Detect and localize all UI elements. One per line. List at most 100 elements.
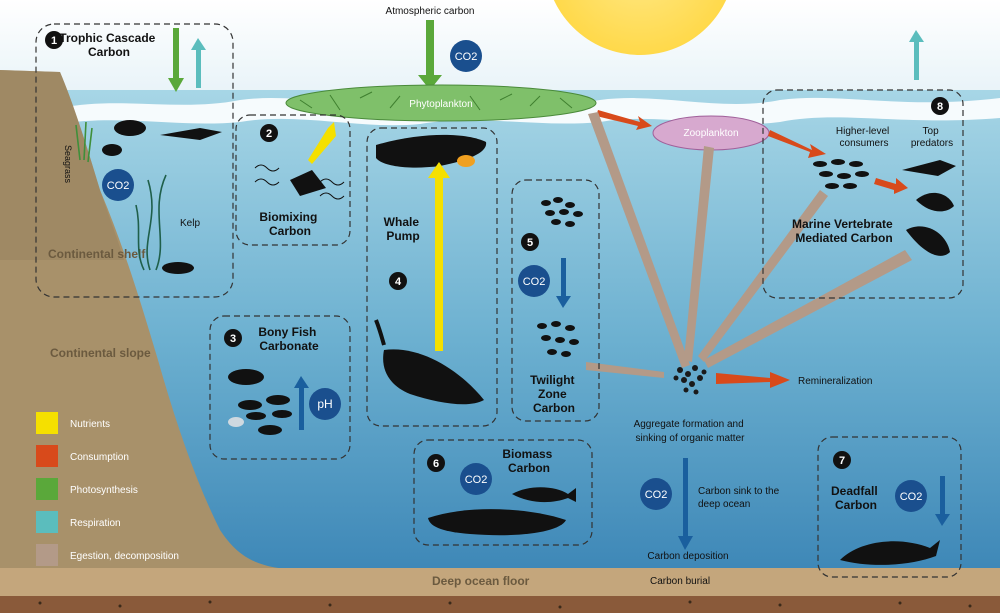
box-deadfall [817, 436, 962, 578]
mechanism-4-number: 4 [395, 276, 402, 288]
box-biomixing [235, 114, 351, 246]
mechanism-1-number: 1 [51, 35, 57, 47]
egestion-arrow-3 [698, 190, 828, 362]
svg-text:CO2: CO2 [900, 491, 923, 503]
mechanism-3-title: Bony Fish Carbonate [258, 325, 319, 353]
nutrient-arrow-whale [435, 176, 443, 351]
legend-label-photosynthesis: Photosynthesis [70, 485, 138, 496]
egestion-arrow-4 [704, 250, 912, 368]
squid-icon [374, 319, 386, 346]
svg-text:CO2: CO2 [465, 474, 488, 486]
consumption-arrow-zoo-consumers [768, 130, 826, 158]
manatee-icon [114, 120, 146, 136]
co2-badge-box7 [895, 480, 927, 512]
continental-shelf-label: Continental shelf [48, 247, 146, 261]
box-biomass [413, 439, 593, 546]
atmospheric-carbon-label: Atmospheric carbon [386, 6, 475, 17]
fish-school-icon [228, 369, 292, 435]
legend-swatch-consumption [36, 445, 58, 467]
egestion-arrow-5 [586, 362, 664, 378]
sky [0, 0, 1000, 95]
fecal-plume [457, 155, 475, 167]
egestion-arrow-1 [588, 112, 690, 368]
legend-label-consumption: Consumption [70, 452, 129, 463]
mechanism-2-number: 2 [266, 128, 272, 140]
box-bony-fish [209, 315, 351, 460]
legend: Nutrients Consumption Photosynthesis Res… [36, 412, 179, 566]
svg-text:CO2: CO2 [645, 489, 668, 501]
remineralization-label: Remineralization [798, 376, 872, 387]
ph-badge [309, 388, 341, 420]
legend-swatch-respiration [36, 511, 58, 533]
egestion-arrow-2 [684, 146, 714, 362]
svg-text:CO2: CO2 [523, 276, 546, 288]
mechanism-6-number: 6 [433, 458, 439, 470]
predator-shark-icon [906, 226, 950, 256]
tuna-icon [512, 487, 576, 503]
legend-swatch-egestion [36, 544, 58, 566]
consumption-arrow-phyto-zoo [596, 110, 652, 130]
diving-whale-icon [383, 349, 484, 405]
carbon-sink-arrow [683, 458, 688, 538]
co2-down-arrow-box5 [561, 258, 566, 298]
mechanism-8-number: 8 [937, 101, 943, 113]
mechanism-1-title: Trophic Cascade Carbon [59, 31, 158, 59]
sun [553, 0, 727, 55]
carbonate-particle [228, 417, 244, 427]
legend-swatch-nutrients [36, 412, 58, 434]
mesopelagic-fish-bottom [537, 321, 579, 357]
seagrass-label: Seagrass [63, 145, 73, 184]
sediment [0, 596, 1000, 613]
mechanism-6-title: Biomass Carbon [502, 447, 555, 475]
deep-ocean-floor-label: Deep ocean floor [432, 574, 530, 588]
remineralization-arrow [716, 372, 790, 388]
svg-text:CO2: CO2 [455, 51, 478, 63]
zooplankton-label: Zooplankton [683, 128, 738, 139]
photosynthesis-arrow-box1 [173, 28, 179, 80]
aggregate-particles [673, 365, 707, 395]
carbon-deposition-label: Carbon deposition [647, 551, 728, 562]
consumption-arrow-consumers-predators [874, 178, 908, 194]
co2-badge-sink [640, 478, 672, 510]
mechanism-2-title: Biomixing Carbon [259, 210, 320, 238]
mechanism-5-number: 5 [527, 237, 533, 249]
forage-fish-icon [813, 159, 869, 189]
respiration-arrow-box1 [196, 48, 201, 88]
legend-label-nutrients: Nutrients [70, 419, 110, 430]
top-shark-icon [902, 160, 956, 176]
box-trophic-cascade [35, 23, 234, 298]
aggregate-label: Aggregate formation and sinking of organ… [634, 419, 747, 444]
mechanism-4-title: Whale Pump [384, 215, 423, 243]
mesopelagic-fish-top [541, 197, 583, 227]
mechanism-3-number: 3 [230, 333, 236, 345]
box-twilight-zone [511, 179, 600, 422]
co2-badge-box1 [102, 169, 134, 201]
sea-otter-icon [162, 262, 194, 274]
co2-badge-box6 [460, 463, 492, 495]
mechanism-7-number: 7 [839, 455, 845, 467]
phytoplankton-patch [285, 84, 597, 122]
whale-carcass-icon [428, 509, 566, 536]
respiration-arrow-top [914, 40, 919, 80]
dolphin-icon [916, 192, 954, 212]
mechanism-7-title: Deadfall Carbon [831, 484, 881, 512]
continental-slope-label: Continental slope [50, 346, 151, 360]
shark-icon [160, 128, 222, 140]
marlin-icon [290, 170, 326, 196]
co2-badge-box5 [518, 265, 550, 297]
svg-text:pH: pH [317, 397, 332, 411]
legend-label-egestion: Egestion, decomposition [70, 551, 179, 562]
turtle-icon [102, 144, 122, 156]
ph-arrow [299, 386, 304, 430]
mechanism-5-title: Twilight Zone Carbon [530, 373, 578, 415]
svg-text:CO2: CO2 [107, 180, 130, 192]
kelp [135, 174, 167, 271]
top-predators-label: Top predators [911, 126, 953, 149]
kelp-label: Kelp [180, 218, 200, 229]
nutrient-arrow-box2 [308, 122, 336, 164]
box-whale-pump [366, 127, 498, 427]
phytoplankton-label: Phytoplankton [409, 99, 472, 110]
photosynthesis-arrow [426, 20, 434, 75]
higher-consumers-label: Higher-level consumers [836, 126, 892, 149]
